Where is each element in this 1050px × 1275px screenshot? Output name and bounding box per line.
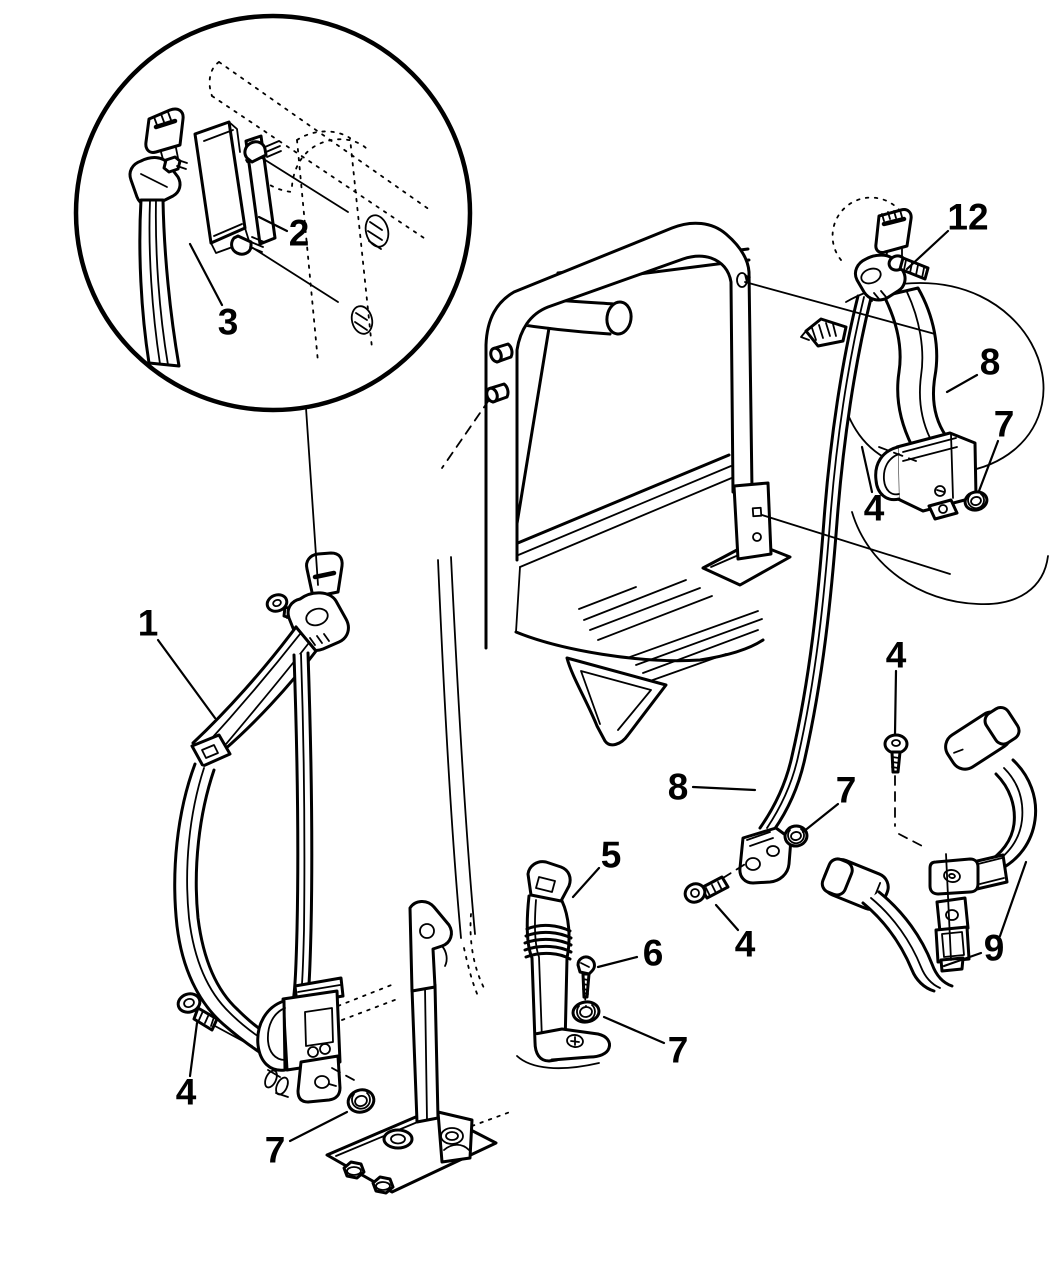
front-tongue-anchor	[265, 551, 350, 653]
screw4-right-axis-dashed	[894, 775, 927, 849]
callout-5: 5	[601, 835, 622, 876]
callout-leader-4-mid-0	[714, 903, 740, 932]
floor-ribs	[578, 579, 763, 682]
stalk-ribs	[523, 923, 573, 961]
callout-leader-7-bottom-left-0	[288, 1110, 349, 1143]
callout-leader-7-upper-0	[977, 439, 1000, 493]
callout-leader-4-right-0	[893, 669, 898, 736]
right-belt-strap	[985, 760, 1036, 870]
callout-7-mid: 7	[836, 770, 857, 811]
callout-leader-4-upper-0	[860, 445, 874, 494]
callout-leader-8-mid-0	[691, 785, 757, 792]
retractor-washer-7	[963, 490, 989, 512]
callout-1: 1	[138, 603, 159, 644]
front-retractor	[256, 976, 345, 1104]
callout-leader-6-0	[596, 955, 639, 969]
callout-leader-4-bottom-left-0	[188, 1021, 199, 1078]
bar-leg-sleeve	[732, 481, 773, 561]
callout-8-mid: 8	[668, 767, 689, 808]
stalk-foot	[516, 1027, 611, 1070]
callout-leader-3-0	[188, 242, 224, 307]
lap-strap	[760, 296, 871, 830]
sport-bar	[484, 221, 792, 650]
callout-2: 2	[289, 213, 310, 254]
callout-6: 6	[643, 933, 664, 974]
lap-anchor-bracket	[738, 826, 793, 885]
riser-side-bracket	[436, 1110, 474, 1164]
inset-bracket-2	[230, 134, 349, 303]
callout-4-right: 4	[886, 635, 907, 676]
callout-4-bottom-left: 4	[176, 1072, 197, 1113]
seat-front-leg	[565, 656, 668, 747]
detail-inset	[73, 13, 473, 413]
sleeve-hole-line	[761, 514, 951, 575]
belt-guide-clip	[800, 317, 848, 348]
shoulder-strap-front	[193, 627, 316, 762]
callout-12: 12	[947, 197, 988, 238]
buckle-head	[526, 860, 572, 903]
lap-anchor-washer-7	[783, 824, 809, 848]
seat-riser-bracket	[325, 900, 511, 1195]
right-belt-assembly	[683, 196, 989, 904]
callout-3: 3	[218, 302, 239, 343]
bolt4-upper-axis	[878, 446, 917, 462]
riser-post	[408, 900, 453, 1124]
callout-7-bottom-mid: 7	[668, 1030, 689, 1071]
center-belt-pair	[820, 705, 1038, 993]
anchor-bolt-12	[887, 254, 930, 281]
callout-leader-1-0	[156, 638, 217, 720]
callout-leader-7-mid-0	[801, 802, 840, 834]
stalk-screw-6	[576, 955, 596, 999]
bar-hole-line	[744, 281, 936, 335]
bolt4-mid-axis	[722, 860, 751, 879]
callout-4-upper: 4	[864, 488, 885, 529]
right-buckle	[944, 705, 1021, 771]
peg-leader-dashed	[441, 399, 490, 469]
left-belt-strap	[863, 892, 952, 993]
lap-anchor-bolt-4	[683, 875, 730, 904]
front-anchor-washer-7	[346, 1088, 376, 1114]
washer7-left-axis	[331, 1067, 355, 1081]
inset-tongue-and-belt	[128, 107, 188, 368]
callout-8-upper: 8	[980, 342, 1001, 383]
callout-4-mid: 4	[735, 924, 756, 965]
callout-leader-2-0	[257, 215, 289, 233]
upper-anchor-plate	[928, 857, 980, 896]
screw4-right-axis	[945, 853, 952, 961]
screw6-axis	[584, 996, 587, 1007]
retractor	[874, 431, 978, 521]
body-panel-outline	[840, 282, 1049, 605]
reference-lines	[305, 281, 952, 1081]
callout-layer: 2 3 12 8 7 4 1 4 8 7 5 4 6 9 7 4 7	[138, 197, 1028, 1171]
callout-leader-12-0	[905, 229, 950, 271]
front-anchor-bolt-4	[176, 992, 253, 1047]
riser-bolts	[342, 1160, 395, 1195]
strap-slider	[190, 733, 232, 768]
callout-7-upper: 7	[994, 404, 1015, 445]
inset-link-line	[305, 407, 319, 586]
outer-belt-arc	[174, 764, 281, 1060]
stalk-washer-7	[571, 1000, 601, 1024]
callout-7-bottom-left: 7	[265, 1130, 286, 1171]
callout-leader-9-0	[998, 860, 1028, 938]
inset-cover-3	[193, 120, 250, 254]
callout-leader-8-upper-0	[945, 373, 979, 394]
callout-leader-9-1	[942, 951, 983, 968]
anchor-screw-4	[883, 733, 909, 774]
upper-anchor-and-tongue	[853, 208, 913, 302]
bar-mount-pegs	[485, 342, 514, 404]
callout-leader-7-bottom-mid-0	[602, 1015, 666, 1045]
buckle-stalk-assembly	[469, 860, 611, 1070]
front-belt-assembly	[173, 551, 401, 1114]
bar-bolt-hole-mark	[744, 274, 751, 282]
callout-9: 9	[984, 928, 1005, 969]
callout-leader-5-0	[571, 866, 601, 899]
